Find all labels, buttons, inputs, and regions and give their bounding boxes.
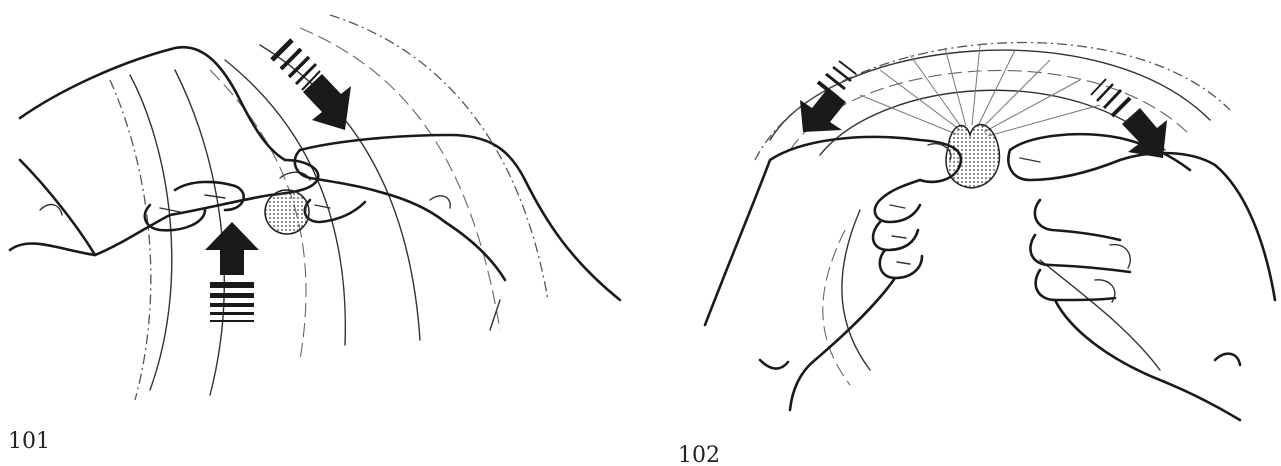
arrow-right-down-icon xyxy=(1091,79,1167,158)
arrow-down-right-icon xyxy=(272,40,351,130)
right-hand-102 xyxy=(1008,134,1275,420)
right-hand-101 xyxy=(295,135,620,330)
figure-number-102: 102 xyxy=(678,443,720,466)
patch-101 xyxy=(265,190,309,234)
figure-101: 101 xyxy=(8,15,620,454)
figure-102: 102 xyxy=(678,43,1275,466)
arrow-left-down-icon xyxy=(800,61,856,132)
figure-number-101: 101 xyxy=(8,429,50,454)
left-hand-102 xyxy=(705,137,961,410)
patch-102 xyxy=(946,125,999,188)
arrow-up-icon xyxy=(205,222,259,322)
